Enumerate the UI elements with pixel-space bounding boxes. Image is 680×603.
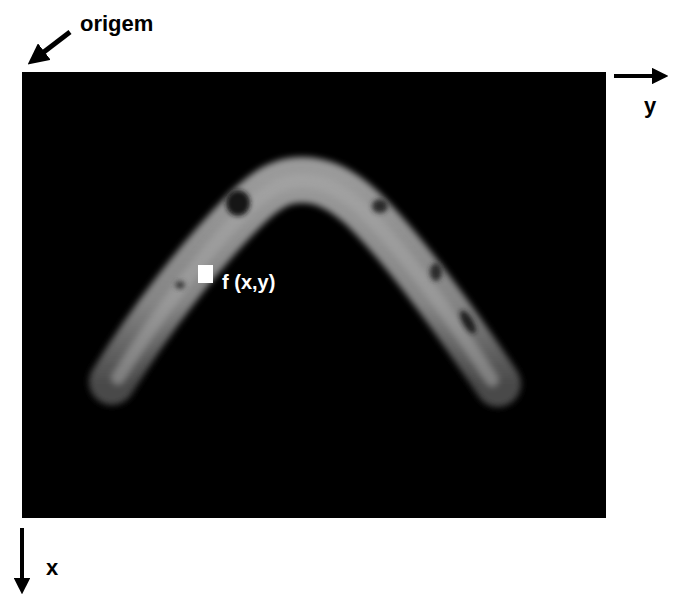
axis-label: x	[46, 556, 58, 580]
x-axis-arrow	[20, 528, 24, 586]
pixel-label: f (x,y)	[222, 271, 275, 293]
mandible-section	[112, 180, 498, 384]
origin-arrow	[36, 32, 70, 58]
bone-cavity	[175, 281, 185, 289]
y-axis-arrow	[614, 74, 660, 78]
bone-highlight	[118, 181, 492, 380]
bone-cavity	[372, 199, 388, 213]
bone-cavity	[226, 190, 250, 216]
pixel-marker	[198, 265, 213, 283]
image-frame	[22, 72, 606, 518]
bone-cavity	[457, 308, 479, 336]
bone-cavity	[430, 263, 442, 281]
axis-label: y	[644, 94, 656, 118]
origin-label: origem	[80, 12, 153, 36]
